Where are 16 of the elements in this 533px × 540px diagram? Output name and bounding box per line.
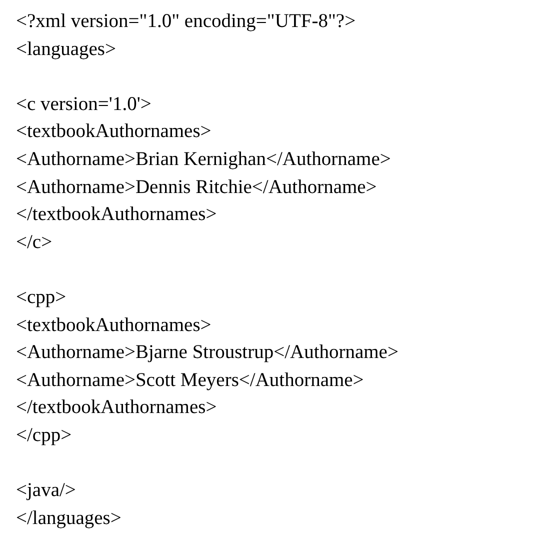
code-line: </textbookAuthornames> <box>16 203 217 228</box>
code-line: <textbookAuthornames> <box>16 120 212 144</box>
code-line: <cpp> <box>16 286 66 310</box>
code-line: <java/> <box>16 479 76 504</box>
code-line: <languages> <box>16 38 116 62</box>
code-line: </cpp> <box>16 424 72 448</box>
code-line: </c> <box>16 230 52 255</box>
code-line: <?xml version="1.0" encoding="UTF-8"?> <box>16 10 356 34</box>
code-line: <Authorname>Bjarne Stroustrup</Authorname> <box>16 341 398 366</box>
code-line: <c version='1.0'> <box>16 92 152 117</box>
code-line: <Authorname>Dennis Ritchie</Authorname> <box>16 176 377 200</box>
code-line: </languages> <box>16 506 122 531</box>
code-line: </textbookAuthornames> <box>16 396 217 420</box>
code-line: <Authorname>Scott Meyers</Authorname> <box>16 368 364 393</box>
code-line: <textbookAuthornames> <box>16 314 212 338</box>
code-line: <Authorname>Brian Kernighan</Authorname> <box>16 148 391 172</box>
